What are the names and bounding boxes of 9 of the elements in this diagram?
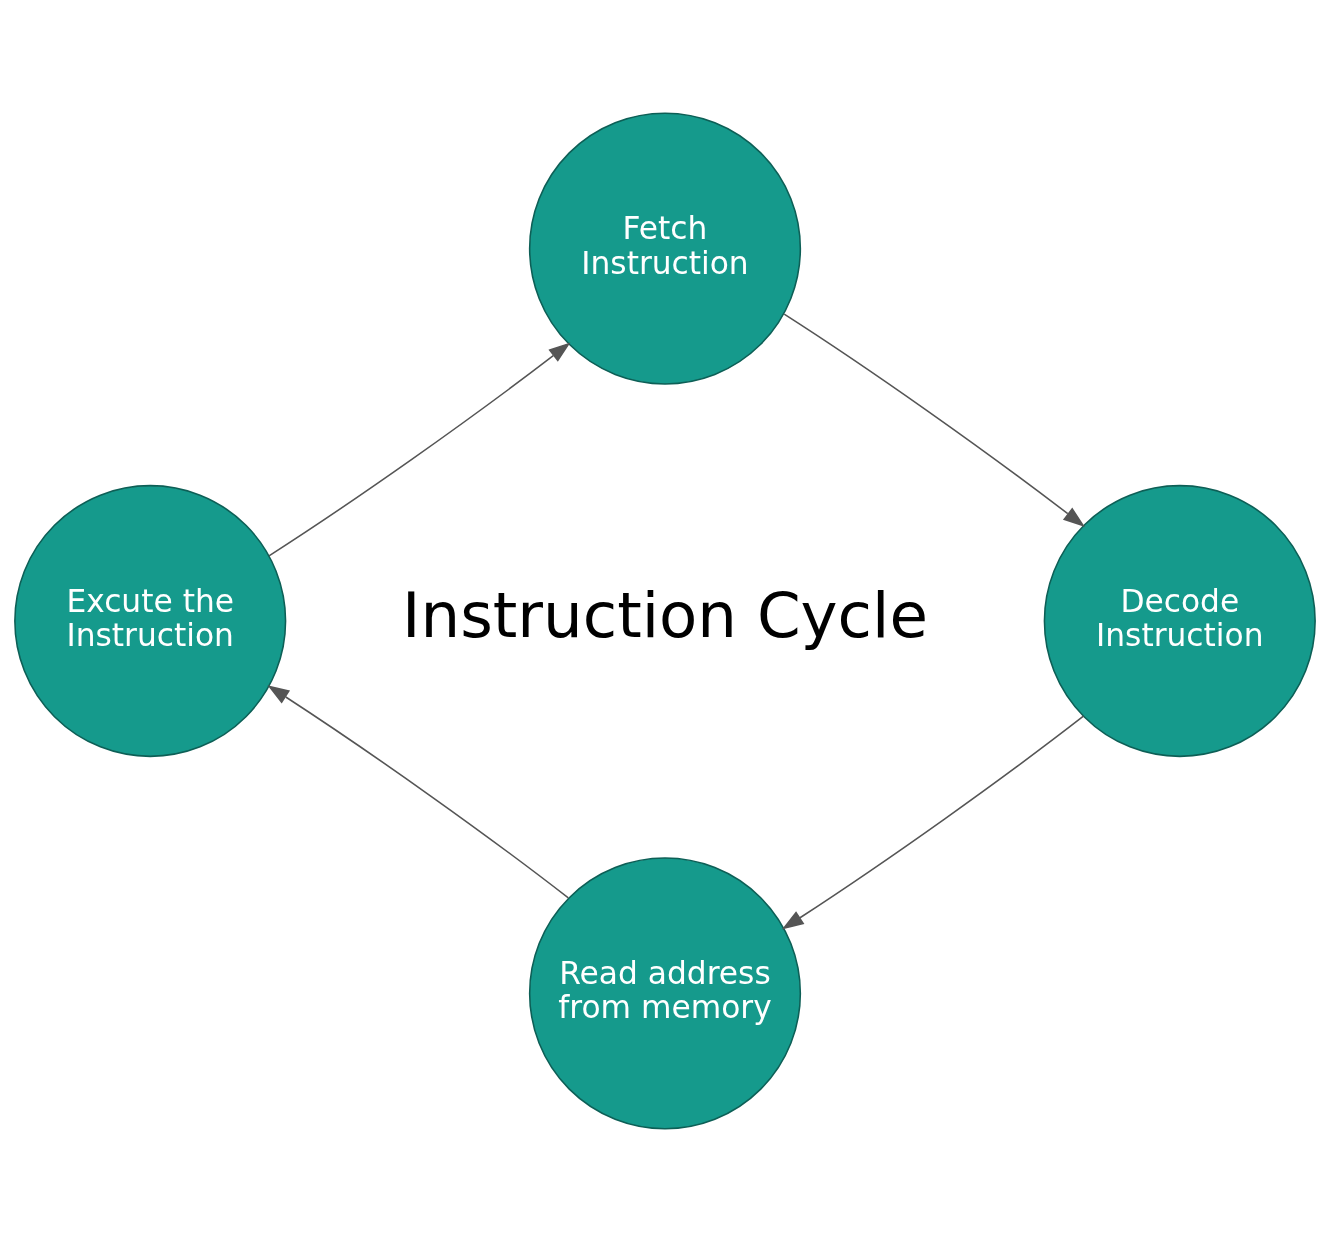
arrow bbox=[268, 342, 571, 557]
node-circle: Excute the Instruction bbox=[14, 484, 287, 758]
node-circle: Fetch Instruction bbox=[528, 112, 802, 385]
arrow bbox=[781, 715, 1085, 930]
node-circle: Decode Instruction bbox=[1043, 484, 1316, 758]
arrow bbox=[267, 685, 570, 899]
node-circle: Read address from memory bbox=[528, 857, 802, 1130]
arrow bbox=[783, 313, 1085, 527]
label: Instruction Cycle bbox=[402, 578, 928, 652]
